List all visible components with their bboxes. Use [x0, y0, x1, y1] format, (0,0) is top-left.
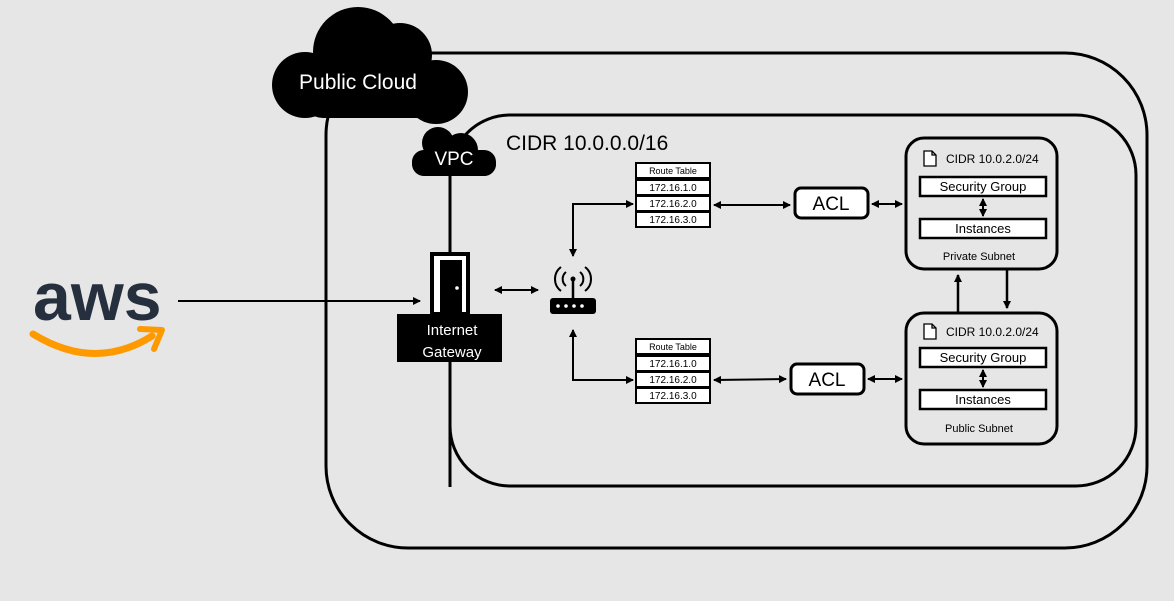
- private-security-group-box: [918, 175, 1048, 198]
- vpc-cidr-label: CIDR 10.0.0.0/16: [506, 132, 668, 155]
- route-table-bottom-row: 172.16.2.0: [649, 375, 697, 386]
- route-to-acl-bottom-arrow: [713, 375, 787, 384]
- public-security-group-label: Security Group: [940, 350, 1027, 365]
- route-table-top-row: 172.16.1.0: [649, 183, 697, 194]
- route-table-top: [635, 162, 711, 228]
- private-security-group-label: Security Group: [940, 179, 1027, 194]
- door-icon: [430, 252, 470, 316]
- public-cloud-label: Public Cloud: [299, 71, 417, 94]
- public-instances-label: Instances: [955, 392, 1011, 407]
- aws-logo-text: aws: [33, 259, 162, 335]
- aws-smile-icon: [29, 330, 156, 357]
- internet-gateway-line1: Internet: [427, 322, 479, 339]
- acl-bottom-box: [789, 362, 866, 396]
- document-icon: [923, 150, 937, 167]
- internet-gateway-box: [397, 314, 502, 362]
- route-table-bottom-row: 172.16.3.0: [649, 391, 697, 402]
- route-table-top-row: 172.16.2.0: [649, 199, 697, 210]
- public-subnet-cidr: CIDR 10.0.2.0/24: [946, 325, 1039, 339]
- public-security-group-box: [918, 346, 1048, 369]
- route-table-bottom-header: Route Table: [649, 342, 697, 352]
- router-to-top-route-arrow: [569, 200, 634, 257]
- vpc-cloud-icon: [412, 127, 496, 176]
- private-instances-box: [918, 217, 1048, 240]
- private-subnet-cidr: CIDR 10.0.2.0/24: [946, 152, 1039, 166]
- acl-top-box: [793, 186, 870, 220]
- route-table-bottom: [635, 338, 711, 404]
- private-instances-label: Instances: [955, 221, 1011, 236]
- route-table-bottom-row: 172.16.1.0: [649, 359, 697, 370]
- route-table-top-header: Route Table: [649, 166, 697, 176]
- document-icon: [923, 323, 937, 340]
- public-subnet-name: Public Subnet: [945, 423, 1013, 435]
- private-subnet-name: Private Subnet: [943, 251, 1015, 263]
- router-to-bottom-route-arrow: [569, 329, 634, 384]
- router-icon: [550, 266, 596, 314]
- vpc-label: VPC: [434, 149, 473, 170]
- aws-smile-arrowhead: [137, 326, 165, 352]
- internet-gateway-line2: Gateway: [422, 344, 482, 361]
- route-table-top-row: 172.16.3.0: [649, 215, 697, 226]
- acl-top-label: ACL: [813, 194, 850, 215]
- public-cloud-icon: [272, 7, 468, 124]
- acl-bottom-label: ACL: [809, 370, 846, 391]
- public-instances-box: [918, 388, 1048, 411]
